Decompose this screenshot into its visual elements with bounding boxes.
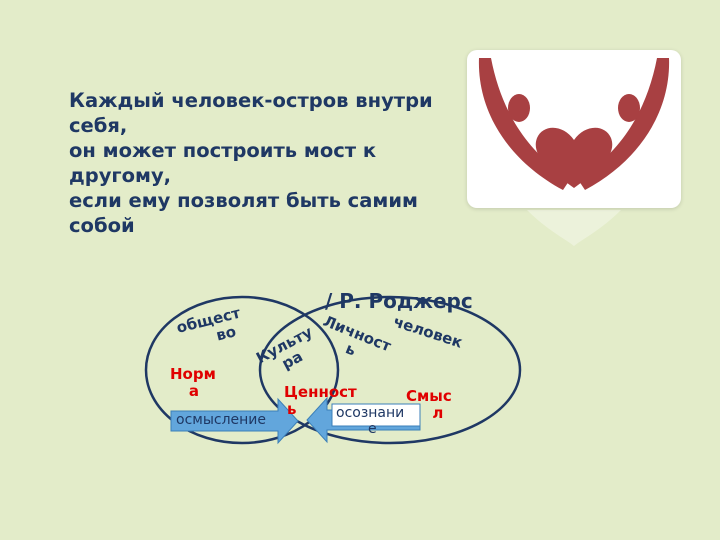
heart-people-icon (478, 58, 670, 190)
heart-logo-card (467, 50, 681, 208)
arrow-label-line: осознани (336, 405, 405, 421)
quote-line: собой (69, 214, 135, 237)
quote-line: Каждый человек-остров внутри (69, 89, 433, 112)
heart-logo-reflection (467, 210, 681, 260)
arrow-osmyslenie (170, 397, 299, 445)
reflection-icon (527, 210, 621, 246)
arrow-label-line: е (368, 421, 377, 437)
label-line: Ценност (284, 383, 357, 401)
label-smysl: Смыс л (406, 388, 452, 422)
label-norma: Норм а (170, 366, 216, 400)
quote-text: Каждый человек-остров внутри себя, он мо… (69, 88, 464, 238)
right-ellipse (258, 295, 522, 445)
label-part: Нор (170, 365, 204, 383)
left-ellipse (144, 295, 340, 445)
quote-line: себя, (69, 114, 128, 137)
quote-line: он может построить мост к (69, 139, 377, 162)
label-line: Норм (170, 366, 216, 383)
arrow-label-osmyslenie: осмысление (176, 412, 267, 428)
label-line: л (432, 404, 444, 422)
label-tsennost: Ценност ь (284, 384, 357, 418)
arrow-label-osoznanie: осознани е (336, 405, 404, 437)
quote-line: другому, (69, 164, 172, 187)
arrow-osoznanie (306, 396, 421, 444)
label-line: а (188, 382, 199, 400)
quote-line: если ему позволят быть самим (69, 189, 418, 212)
label-line: Смыс (406, 387, 452, 405)
label-line: ь (287, 400, 297, 418)
label-part: м (203, 365, 216, 383)
